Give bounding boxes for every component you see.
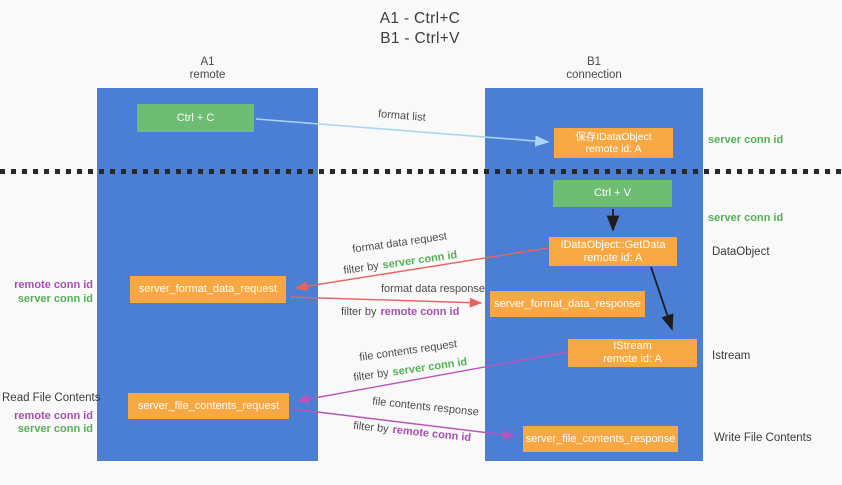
ctrl-c-box: Ctrl + C — [137, 104, 254, 132]
format-data-response-label: format data response — [381, 283, 485, 295]
title-line-2: B1 - Ctrl+V — [380, 30, 460, 47]
server-conn-id-key: server conn id — [381, 249, 458, 272]
remote-conn-id-key: remote conn id — [391, 423, 472, 445]
column-b-subtitle: connection — [566, 69, 622, 81]
server-file-contents-request-box: server_file_contents_request — [128, 393, 289, 419]
column-a-header: A1 remote — [97, 56, 318, 82]
dataobject-label: DataObject — [712, 246, 770, 258]
right-server-conn-id-2: server conn id — [708, 212, 784, 224]
server-file-contents-request-label: server_file_contents_request — [137, 399, 280, 412]
ctrl-v-label: Ctrl + V — [594, 187, 631, 199]
left-conn-id-block-2: Read File Contents remote conn id server… — [2, 392, 101, 437]
getdata-box: IDataObject::GetData remote id: A — [549, 237, 677, 266]
server-file-contents-response-box: server_file_contents_response — [523, 426, 678, 452]
filter-by-text: filter by — [352, 419, 390, 436]
remote-conn-id-key: remote conn id — [380, 306, 460, 318]
ctrl-v-box: Ctrl + V — [553, 180, 672, 207]
server-conn-id-key: server conn id — [391, 356, 468, 379]
getdata-line2: remote id: A — [583, 251, 643, 264]
filter-by-text: filter by — [352, 367, 390, 384]
format-list-label: format list — [377, 108, 427, 124]
dotted-separator-line — [0, 169, 842, 174]
left-server-conn-id-1: server conn id — [17, 292, 93, 305]
save-dataobject-line2: remote id: A — [585, 143, 642, 155]
title-line-1: A1 - Ctrl+C — [379, 10, 461, 27]
right-server-conn-id-1: server conn id — [708, 134, 784, 146]
save-dataobject-box: 保存IDataObject remote id: A — [554, 128, 673, 158]
read-file-contents-label: Read File Contents — [2, 392, 101, 404]
server-format-data-request-label: server_format_data_request — [138, 283, 278, 295]
column-b-name: B1 — [586, 56, 602, 68]
column-a-subtitle: remote — [189, 69, 226, 81]
server-file-contents-response-label: server_file_contents_response — [525, 432, 676, 445]
column-b-header: B1 connection — [485, 56, 703, 82]
server-format-data-response-box: server_format_data_response — [490, 291, 645, 317]
format-data-response-arrow — [289, 296, 483, 308]
write-file-contents-label: Write File Contents — [714, 432, 812, 444]
ctrl-c-label: Ctrl + C — [176, 111, 215, 124]
getdata-line1: IDataObject::GetData — [560, 238, 666, 251]
left-conn-id-block-1: remote conn id server conn id — [5, 279, 93, 306]
istream-line1: IStream — [613, 340, 652, 352]
filter-by-text: filter by — [342, 260, 380, 277]
left-server-conn-id-2: server conn id — [17, 423, 93, 435]
column-a-name: A1 — [200, 56, 215, 68]
save-dataobject-line1: 保存IDataObject — [575, 130, 652, 143]
file-contents-response-label: file contents response — [371, 395, 480, 419]
left-remote-conn-id-1: remote conn id — [14, 279, 93, 291]
left-remote-conn-id-2: remote conn id — [14, 409, 93, 422]
diagram-title: A1 - Ctrl+C B1 - Ctrl+V — [330, 9, 510, 49]
istream-side-label: Istream — [712, 350, 751, 362]
filter-by-text: filter by — [341, 306, 377, 318]
server-format-data-response-label: server_format_data_response — [494, 297, 641, 310]
server-format-data-request-box: server_format_data_request — [130, 276, 286, 303]
istream-line2: remote id: A — [603, 353, 662, 365]
istream-box: IStream remote id: A — [568, 339, 697, 367]
